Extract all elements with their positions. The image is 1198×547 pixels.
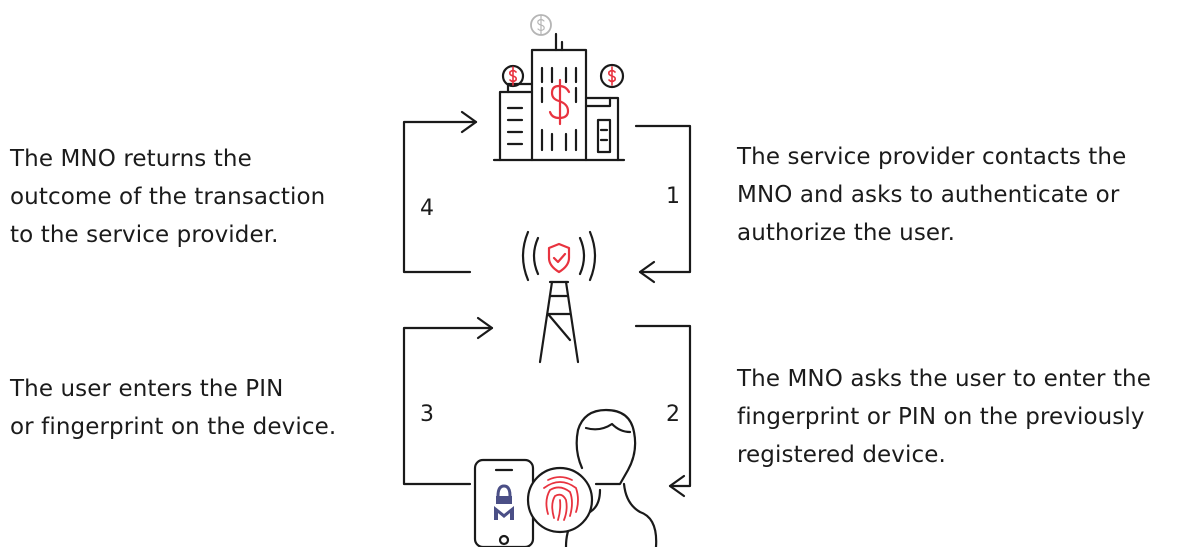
step-description-2: The MNO asks the user to enter the finge… — [737, 366, 1151, 468]
step-number-1: 1 — [666, 184, 680, 209]
user-device-fingerprint-icon — [473, 408, 658, 547]
coin-icon — [530, 14, 552, 36]
shield-check-icon — [547, 242, 571, 274]
step-description-3: The user enters the PIN or fingerprint o… — [10, 376, 337, 440]
arrow-step-3 — [402, 316, 494, 486]
dollar-sign-icon — [548, 78, 571, 126]
fingerprint-icon — [526, 466, 594, 534]
phone-icon — [473, 458, 535, 547]
step-description-1: The service provider contacts the MNO an… — [737, 144, 1127, 246]
step-number-3: 3 — [420, 402, 434, 427]
mno-logo-icon — [494, 484, 514, 520]
coin-icon-left — [501, 64, 525, 88]
arrow-step-1 — [634, 124, 692, 284]
arrow-step-2 — [634, 324, 692, 498]
step-number-4: 4 — [420, 196, 434, 221]
arrow-step-4 — [402, 110, 478, 274]
mno-antenna-shield-icon — [521, 230, 597, 364]
step-description-4: The MNO returns the outcome of the trans… — [10, 146, 326, 248]
coin-icon-right — [599, 63, 625, 89]
step-number-2: 2 — [666, 402, 680, 427]
service-provider-building-icon — [492, 14, 626, 162]
